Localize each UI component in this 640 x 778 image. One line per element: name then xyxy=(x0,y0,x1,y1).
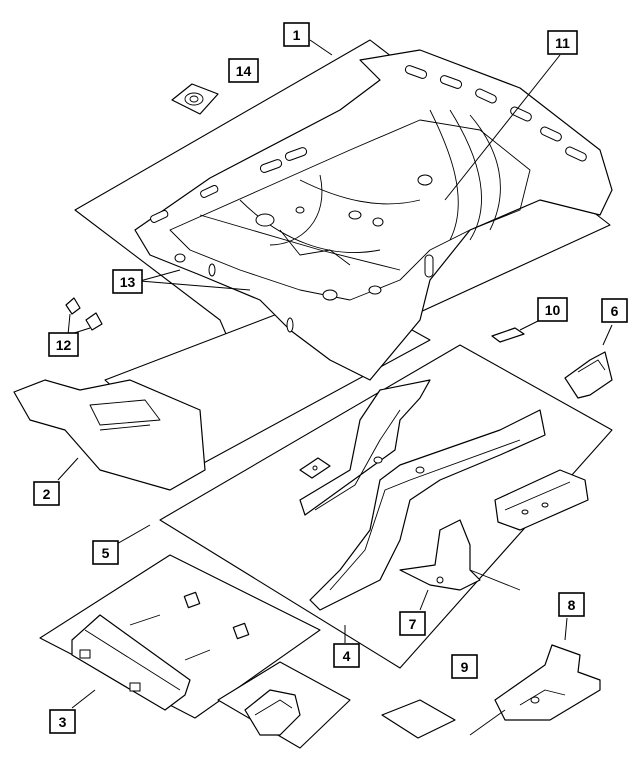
leader-3 xyxy=(71,689,96,709)
callout-11-label: 11 xyxy=(555,35,570,51)
callout-10: 10 xyxy=(537,297,568,322)
rear-bumper-bracket-part xyxy=(469,644,601,736)
callout-3: 3 xyxy=(49,709,76,734)
callout-5-label: 5 xyxy=(102,545,110,561)
callout-14: 14 xyxy=(228,58,259,83)
small-plug-part xyxy=(65,297,103,331)
callout-9-label: 9 xyxy=(461,659,469,675)
callout-8-label: 8 xyxy=(568,597,576,613)
callout-1-label: 1 xyxy=(293,27,301,43)
callout-4: 4 xyxy=(333,643,360,668)
suspension-bracket-part xyxy=(399,519,521,591)
floor-pad-part xyxy=(13,379,206,491)
callout-2-label: 2 xyxy=(43,486,51,502)
leader-11 xyxy=(444,54,561,201)
rear-floor-pan-part xyxy=(134,49,613,381)
insulator-pad-part xyxy=(381,699,456,739)
callout-13: 13 xyxy=(112,269,143,294)
callout-6-label: 6 xyxy=(611,303,619,319)
leader-12a xyxy=(67,313,71,336)
callout-14-label: 14 xyxy=(236,63,252,79)
rail-left-part xyxy=(299,379,546,611)
small-bracket-part xyxy=(491,327,525,343)
callout-3-label: 3 xyxy=(59,714,67,730)
callout-5: 5 xyxy=(92,540,119,565)
rail-right-part xyxy=(494,469,589,531)
callout-1: 1 xyxy=(283,22,310,47)
leader-6 xyxy=(602,324,613,346)
crossmember-part xyxy=(71,591,250,711)
leader-13b xyxy=(139,280,251,291)
leader-7 xyxy=(419,589,429,611)
callout-4-label: 4 xyxy=(343,648,351,664)
callout-8: 8 xyxy=(558,592,585,617)
mount-bracket-part xyxy=(244,689,301,736)
bolt-bracket-part xyxy=(299,457,331,479)
callout-13-label: 13 xyxy=(120,274,136,290)
callout-12-label: 12 xyxy=(56,337,72,353)
callout-7: 7 xyxy=(399,611,426,636)
callout-2: 2 xyxy=(33,481,60,506)
plug-part xyxy=(171,83,219,115)
callout-12: 12 xyxy=(48,332,79,357)
callout-9: 9 xyxy=(451,654,478,679)
callout-10-label: 10 xyxy=(545,302,561,318)
callout-7-label: 7 xyxy=(409,616,417,632)
leader-8 xyxy=(564,617,568,641)
leader-1 xyxy=(309,39,333,56)
rear-bracket-part xyxy=(564,351,613,399)
leader-13a xyxy=(139,269,181,282)
leader-lines xyxy=(57,39,613,709)
leader-2 xyxy=(57,457,79,481)
callout-6: 6 xyxy=(601,298,628,323)
callout-11: 11 xyxy=(547,30,578,55)
leader-5 xyxy=(114,524,151,546)
